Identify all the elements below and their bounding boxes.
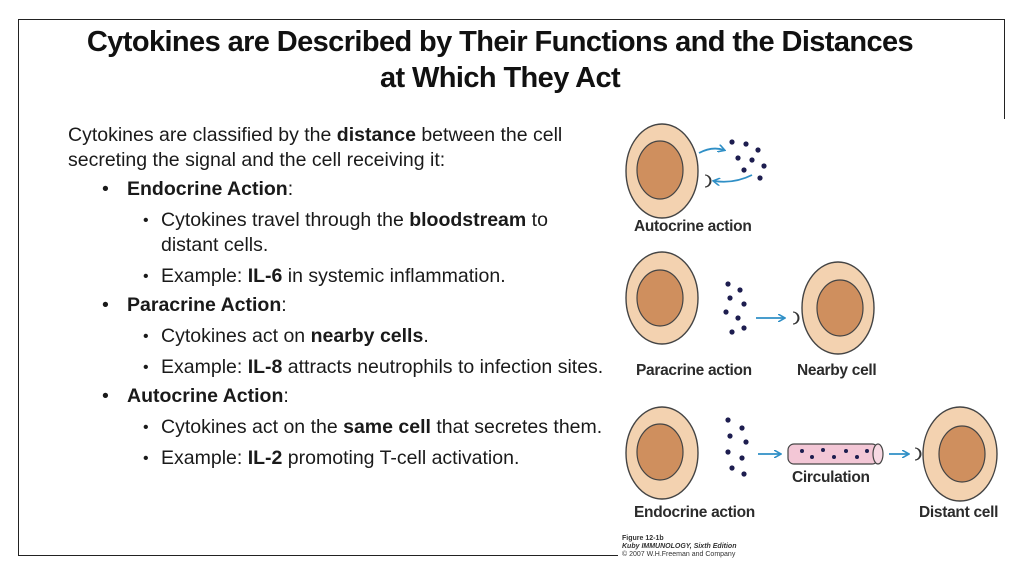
- bold-term: IL-6: [247, 265, 283, 287]
- bullet-dot: •: [143, 419, 149, 436]
- bullet-dot: •: [102, 385, 109, 407]
- slide-title: Cytokines are Described by Their Functio…: [30, 24, 970, 96]
- intro-text-end: between the cell secreting the signal an…: [68, 124, 563, 171]
- text: Cytokines travel through the: [161, 209, 410, 231]
- text: that secretes them.: [430, 416, 603, 438]
- receptor: [914, 447, 922, 461]
- bullet-paracrine: • Paracrine Action:: [68, 293, 608, 318]
- credit-copyright: © 2007 W.H.Freeman and Company: [622, 551, 736, 558]
- paracrine-diagram: [625, 251, 875, 355]
- cytokine-action-figure: Autocrine action Paracrine action Nearby…: [612, 118, 1007, 568]
- intro-bold: distance: [336, 124, 416, 146]
- paracrine-heading: Paracrine Action: [127, 294, 282, 316]
- distant-cell-label: Distant cell: [919, 504, 999, 521]
- receptor: [792, 311, 800, 325]
- text: .: [423, 325, 429, 347]
- bullet-dot: •: [102, 178, 109, 200]
- bold-term: same cell: [343, 416, 431, 438]
- cell-nucleus: [636, 269, 684, 327]
- text: to distant cells.: [161, 209, 548, 256]
- text: Example:: [161, 265, 248, 287]
- text: in systemic inflammation.: [282, 265, 506, 287]
- cytokine-dots: [723, 281, 747, 335]
- cytokine-dots: [729, 139, 767, 181]
- sub-bullet: • Example: IL-6 in systemic inflammation.: [68, 264, 608, 289]
- bullet-autocrine: • Autocrine Action:: [68, 384, 608, 409]
- endocrine-label: Endocrine action: [634, 504, 755, 521]
- arrow-secretion: [698, 149, 724, 154]
- text: attracts neutrophils to infection sites.: [282, 356, 604, 378]
- colon: :: [287, 178, 294, 200]
- endocrine-heading: Endocrine Action: [127, 178, 288, 200]
- endocrine-diagram: [625, 406, 998, 502]
- cell-nucleus: [636, 140, 684, 200]
- cell-nucleus: [636, 423, 684, 481]
- bullet-endocrine: • Endocrine Action:: [68, 177, 608, 202]
- frame-right-border: [1004, 19, 1005, 119]
- circulation-vessel: [787, 443, 884, 465]
- title-line-2: at Which They Act: [379, 62, 621, 94]
- bold-term: IL-8: [247, 356, 283, 378]
- autocrine-heading: Autocrine Action: [127, 385, 284, 407]
- circulation-label: Circulation: [792, 469, 870, 486]
- credit-book: Kuby IMMUNOLOGY, Sixth Edition: [622, 543, 737, 550]
- bullet-dot: •: [143, 268, 149, 285]
- title-line-1: Cytokines are Described by Their Functio…: [86, 26, 914, 58]
- bullet-dot: •: [143, 359, 149, 376]
- text: Example:: [161, 356, 248, 378]
- cytokine-dots: [725, 417, 749, 477]
- arrow-return: [714, 174, 753, 182]
- sub-bullet: • Cytokines act on the same cell that sec…: [68, 415, 608, 440]
- bullet-dot: •: [143, 450, 149, 467]
- nearby-cell-label: Nearby cell: [797, 362, 877, 379]
- receptor: [704, 174, 712, 188]
- text: Cytokines act on: [161, 325, 311, 347]
- sub-bullet: • Example: IL-2 promoting T-cell activati…: [68, 446, 608, 471]
- sub-bullet: • Cytokines act on nearby cells.: [68, 324, 608, 349]
- frame-top-border: [18, 19, 1005, 20]
- cell-nucleus: [938, 425, 986, 483]
- intro-text: Cytokines are classified by the: [68, 124, 337, 146]
- frame-left-border: [18, 19, 19, 556]
- bullet-dot: •: [143, 212, 149, 229]
- text: Cytokines act on the: [161, 416, 344, 438]
- content-body: Cytokines are classified by the distance…: [68, 123, 608, 471]
- figure-illustration: [625, 123, 998, 502]
- bold-term: bloodstream: [409, 209, 527, 231]
- bold-term: IL-2: [247, 447, 283, 469]
- figure-credit: Figure 12-1b Kuby IMMUNOLOGY, Sixth Edit…: [622, 535, 736, 559]
- credit-figure-number: Figure 12-1b: [622, 535, 664, 542]
- bold-term: nearby cells: [310, 325, 424, 347]
- intro-paragraph: Cytokines are classified by the distance…: [68, 123, 608, 173]
- bullet-dot: •: [143, 328, 149, 345]
- colon: :: [281, 294, 287, 316]
- frame-bottom-border: [18, 555, 618, 556]
- sub-bullet: • Cytokines travel through the bloodstrea…: [68, 208, 608, 258]
- autocrine-diagram: [625, 123, 767, 219]
- sub-bullet: • Example: IL-8 attracts neutrophils to i…: [68, 355, 608, 380]
- text: Example:: [161, 447, 248, 469]
- bullet-dot: •: [102, 294, 109, 316]
- paracrine-label: Paracrine action: [636, 362, 752, 379]
- cell-nucleus: [816, 279, 864, 337]
- text: promoting T-cell activation.: [282, 447, 520, 469]
- colon: :: [283, 385, 289, 407]
- autocrine-label: Autocrine action: [634, 218, 752, 235]
